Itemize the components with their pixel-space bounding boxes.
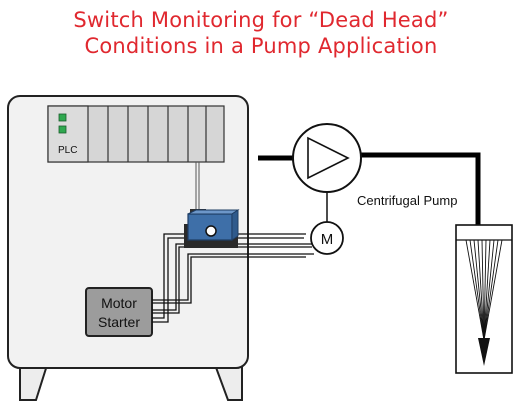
motor-power-cables: [152, 233, 318, 323]
process-piping: [258, 152, 481, 225]
plc-led-1: [58, 113, 67, 122]
pump-label: Centrifugal Pump: [357, 193, 457, 208]
motor-starter-label-2: Starter: [98, 314, 140, 330]
motor-starter-label-1: Motor: [101, 295, 137, 311]
plc-rack: PLC: [47, 105, 225, 163]
plc-led-2: [58, 125, 67, 134]
diagram-title-line-2: Conditions in a Pump Application: [84, 34, 438, 58]
plc-signal-wire: [195, 162, 200, 209]
motor-starter-box: [85, 287, 153, 337]
motor-label: M: [321, 231, 334, 248]
plc-label: PLC: [58, 145, 77, 156]
current-sensor: [184, 209, 240, 248]
spray-tank: [455, 224, 513, 374]
diagram-title-line-1: Switch Monitoring for “Dead Head”: [73, 8, 449, 32]
centrifugal-pump: [292, 123, 362, 193]
